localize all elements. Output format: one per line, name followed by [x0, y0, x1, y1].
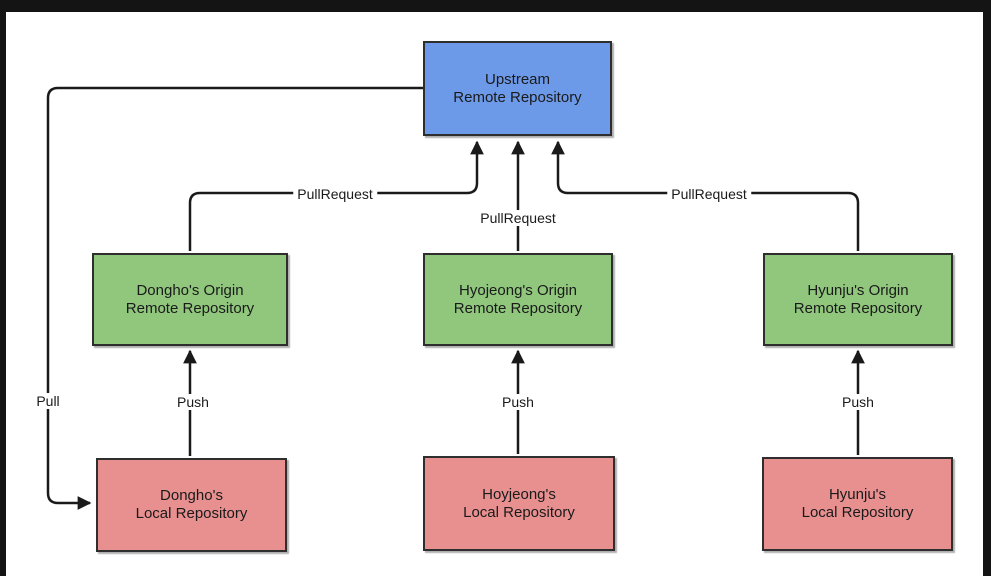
node-label-line2: Local Repository — [801, 504, 914, 521]
node-hyunju-origin-remote-repository: Hyunju's Origin Remote Repository — [763, 253, 953, 346]
frame-right-bar — [983, 0, 991, 576]
node-label-line2: Remote Repository — [453, 88, 582, 106]
node-hyojeong-origin-remote-repository: Hyojeong's Origin Remote Repository — [423, 253, 613, 346]
node-upstream-remote-repository: Upstream Remote Repository — [423, 41, 612, 136]
node-label-line1: Hyunju's — [828, 486, 887, 503]
node-label-line1: Hyunju's Origin — [807, 281, 909, 299]
node-label-line2: Local Repository — [135, 505, 248, 522]
node-dongho-origin-remote-repository: Dongho's Origin Remote Repository — [92, 253, 288, 346]
node-label-line2: Remote Repository — [793, 299, 923, 317]
edge-label-push-hyojeong: Push — [498, 394, 538, 410]
node-label-line1: Hoyjeong's — [482, 485, 556, 503]
node-label-line2: Remote Repository — [453, 299, 583, 317]
frame-left-bar — [0, 0, 6, 576]
node-label-line2: Remote Repository — [125, 299, 255, 317]
edge-label-pullrequest-left: PullRequest — [293, 186, 377, 202]
node-dongho-local-repository: Dongho's Local Repository — [96, 458, 287, 552]
edge-label-pullrequest-right: PullRequest — [667, 186, 751, 202]
node-hyunju-local-repository: Hyunju's Local Repository — [762, 457, 953, 551]
edge-label-push-hyunju: Push — [838, 394, 878, 410]
node-label-line1: Dongho's — [160, 487, 223, 504]
node-label-line2: Local Repository — [463, 503, 575, 521]
node-hoyjeong-local-repository: Hoyjeong's Local Repository — [423, 456, 615, 551]
node-label-line1: Upstream — [484, 70, 551, 88]
frame-top-bar — [0, 0, 991, 12]
node-label-line1: Dongho's Origin — [136, 281, 244, 299]
edge-label-push-dongho: Push — [173, 394, 213, 410]
edge-label-pullrequest-center: PullRequest — [476, 210, 560, 226]
node-label-line1: Hyojeong's Origin — [459, 281, 577, 299]
edge-label-pull: Pull — [32, 393, 64, 409]
